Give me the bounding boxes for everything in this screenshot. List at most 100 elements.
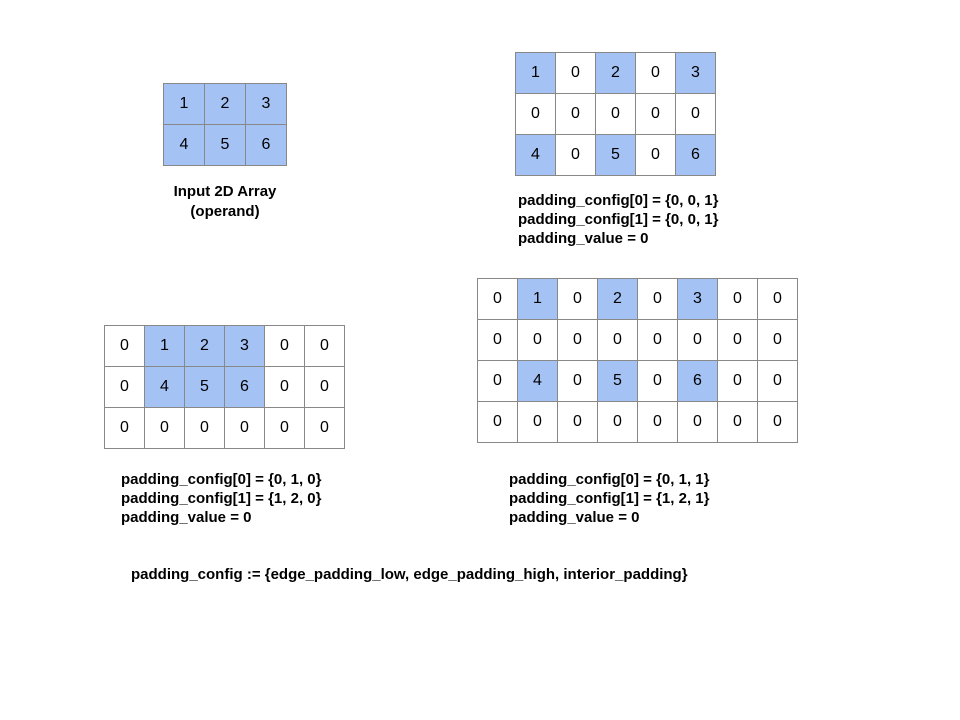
padding-value-label: padding_value = 0 (518, 230, 649, 247)
grid-cell: 3 (678, 279, 718, 320)
edge-interior-padding-config: padding_config[0] = {0, 1, 1} padding_co… (509, 470, 709, 527)
grid-cell: 0 (105, 367, 145, 408)
grid-cell: 4 (164, 125, 205, 166)
grid-cell: 2 (598, 279, 638, 320)
grid-cell: 5 (598, 361, 638, 402)
grid-cell: 0 (636, 135, 676, 176)
grid-cell: 0 (265, 367, 305, 408)
input-array-subtitle: (operand) (190, 203, 260, 220)
grid-cell: 0 (636, 53, 676, 94)
grid-cell: 0 (718, 402, 758, 443)
grid-cell: 2 (185, 326, 225, 367)
grid-cell: 3 (246, 84, 287, 125)
grid-cell: 0 (598, 320, 638, 361)
grid-cell: 0 (145, 408, 185, 449)
grid-cell: 0 (185, 408, 225, 449)
interior-padding-config: padding_config[0] = {0, 0, 1} padding_co… (518, 191, 718, 248)
grid-cell: 0 (105, 408, 145, 449)
grid-cell: 0 (636, 94, 676, 135)
grid-cell: 0 (758, 402, 798, 443)
padding-config-dim1-label: padding_config[1] = {0, 0, 1} (518, 211, 719, 228)
grid-cell: 0 (305, 408, 345, 449)
grid-cell: 1 (145, 326, 185, 367)
edge-padding-config: padding_config[0] = {0, 1, 0} padding_co… (121, 470, 321, 527)
grid-cell: 0 (478, 320, 518, 361)
grid-cell: 4 (145, 367, 185, 408)
grid-cell: 0 (478, 402, 518, 443)
grid-cell: 0 (478, 279, 518, 320)
grid-cell: 6 (678, 361, 718, 402)
grid-cell: 6 (225, 367, 265, 408)
grid-cell: 2 (596, 53, 636, 94)
grid-cell: 0 (556, 135, 596, 176)
padding-config-dim0-label: padding_config[0] = {0, 1, 1} (509, 471, 710, 488)
grid-cell: 0 (758, 320, 798, 361)
grid-cell: 5 (596, 135, 636, 176)
grid-cell: 0 (556, 94, 596, 135)
grid-cell: 4 (518, 361, 558, 402)
grid-cell: 1 (518, 279, 558, 320)
grid-cell: 0 (678, 320, 718, 361)
grid-cell: 3 (676, 53, 716, 94)
grid-cell: 0 (718, 279, 758, 320)
padding-config-definition: padding_config := {edge_padding_low, edg… (131, 565, 688, 584)
grid-cell: 0 (638, 320, 678, 361)
grid-cell: 0 (558, 402, 598, 443)
grid-cell: 4 (516, 135, 556, 176)
grid-cell: 5 (205, 125, 246, 166)
grid-cell: 0 (265, 408, 305, 449)
grid-cell: 0 (638, 361, 678, 402)
input-array-caption: Input 2D Array (operand) (120, 182, 330, 222)
padding-config-dim0-label: padding_config[0] = {0, 1, 0} (121, 471, 322, 488)
grid-cell: 0 (516, 94, 556, 135)
grid-cell: 1 (164, 84, 205, 125)
grid-cell: 3 (225, 326, 265, 367)
grid-cell: 0 (678, 402, 718, 443)
grid-cell: 0 (265, 326, 305, 367)
grid-cell: 5 (185, 367, 225, 408)
grid-cell: 0 (558, 320, 598, 361)
grid-cell: 0 (598, 402, 638, 443)
grid-cell: 0 (518, 402, 558, 443)
padding-config-dim0-label: padding_config[0] = {0, 0, 1} (518, 192, 719, 209)
grid-cell: 6 (246, 125, 287, 166)
padding-value-label: padding_value = 0 (509, 509, 640, 526)
padding-config-dim1-label: padding_config[1] = {1, 2, 0} (121, 490, 322, 507)
grid-cell: 0 (478, 361, 518, 402)
grid-cell: 0 (718, 320, 758, 361)
grid-cell: 0 (718, 361, 758, 402)
padding-config-dim1-label: padding_config[1] = {1, 2, 1} (509, 490, 710, 507)
grid-cell: 0 (105, 326, 145, 367)
grid-cell: 1 (516, 53, 556, 94)
grid-cell: 0 (225, 408, 265, 449)
input-array-title: Input 2D Array (173, 183, 277, 200)
grid-cell: 0 (558, 361, 598, 402)
grid-cell: 0 (558, 279, 598, 320)
grid-cell: 0 (758, 361, 798, 402)
grid-cell: 0 (305, 326, 345, 367)
grid-cell: 0 (305, 367, 345, 408)
grid-cell: 6 (676, 135, 716, 176)
grid-cell: 0 (596, 94, 636, 135)
grid-cell: 0 (556, 53, 596, 94)
padding-value-label: padding_value = 0 (121, 509, 252, 526)
grid-cell: 2 (205, 84, 246, 125)
grid-cell: 0 (638, 402, 678, 443)
padding-config-formula: padding_config := {edge_padding_low, edg… (131, 566, 688, 583)
